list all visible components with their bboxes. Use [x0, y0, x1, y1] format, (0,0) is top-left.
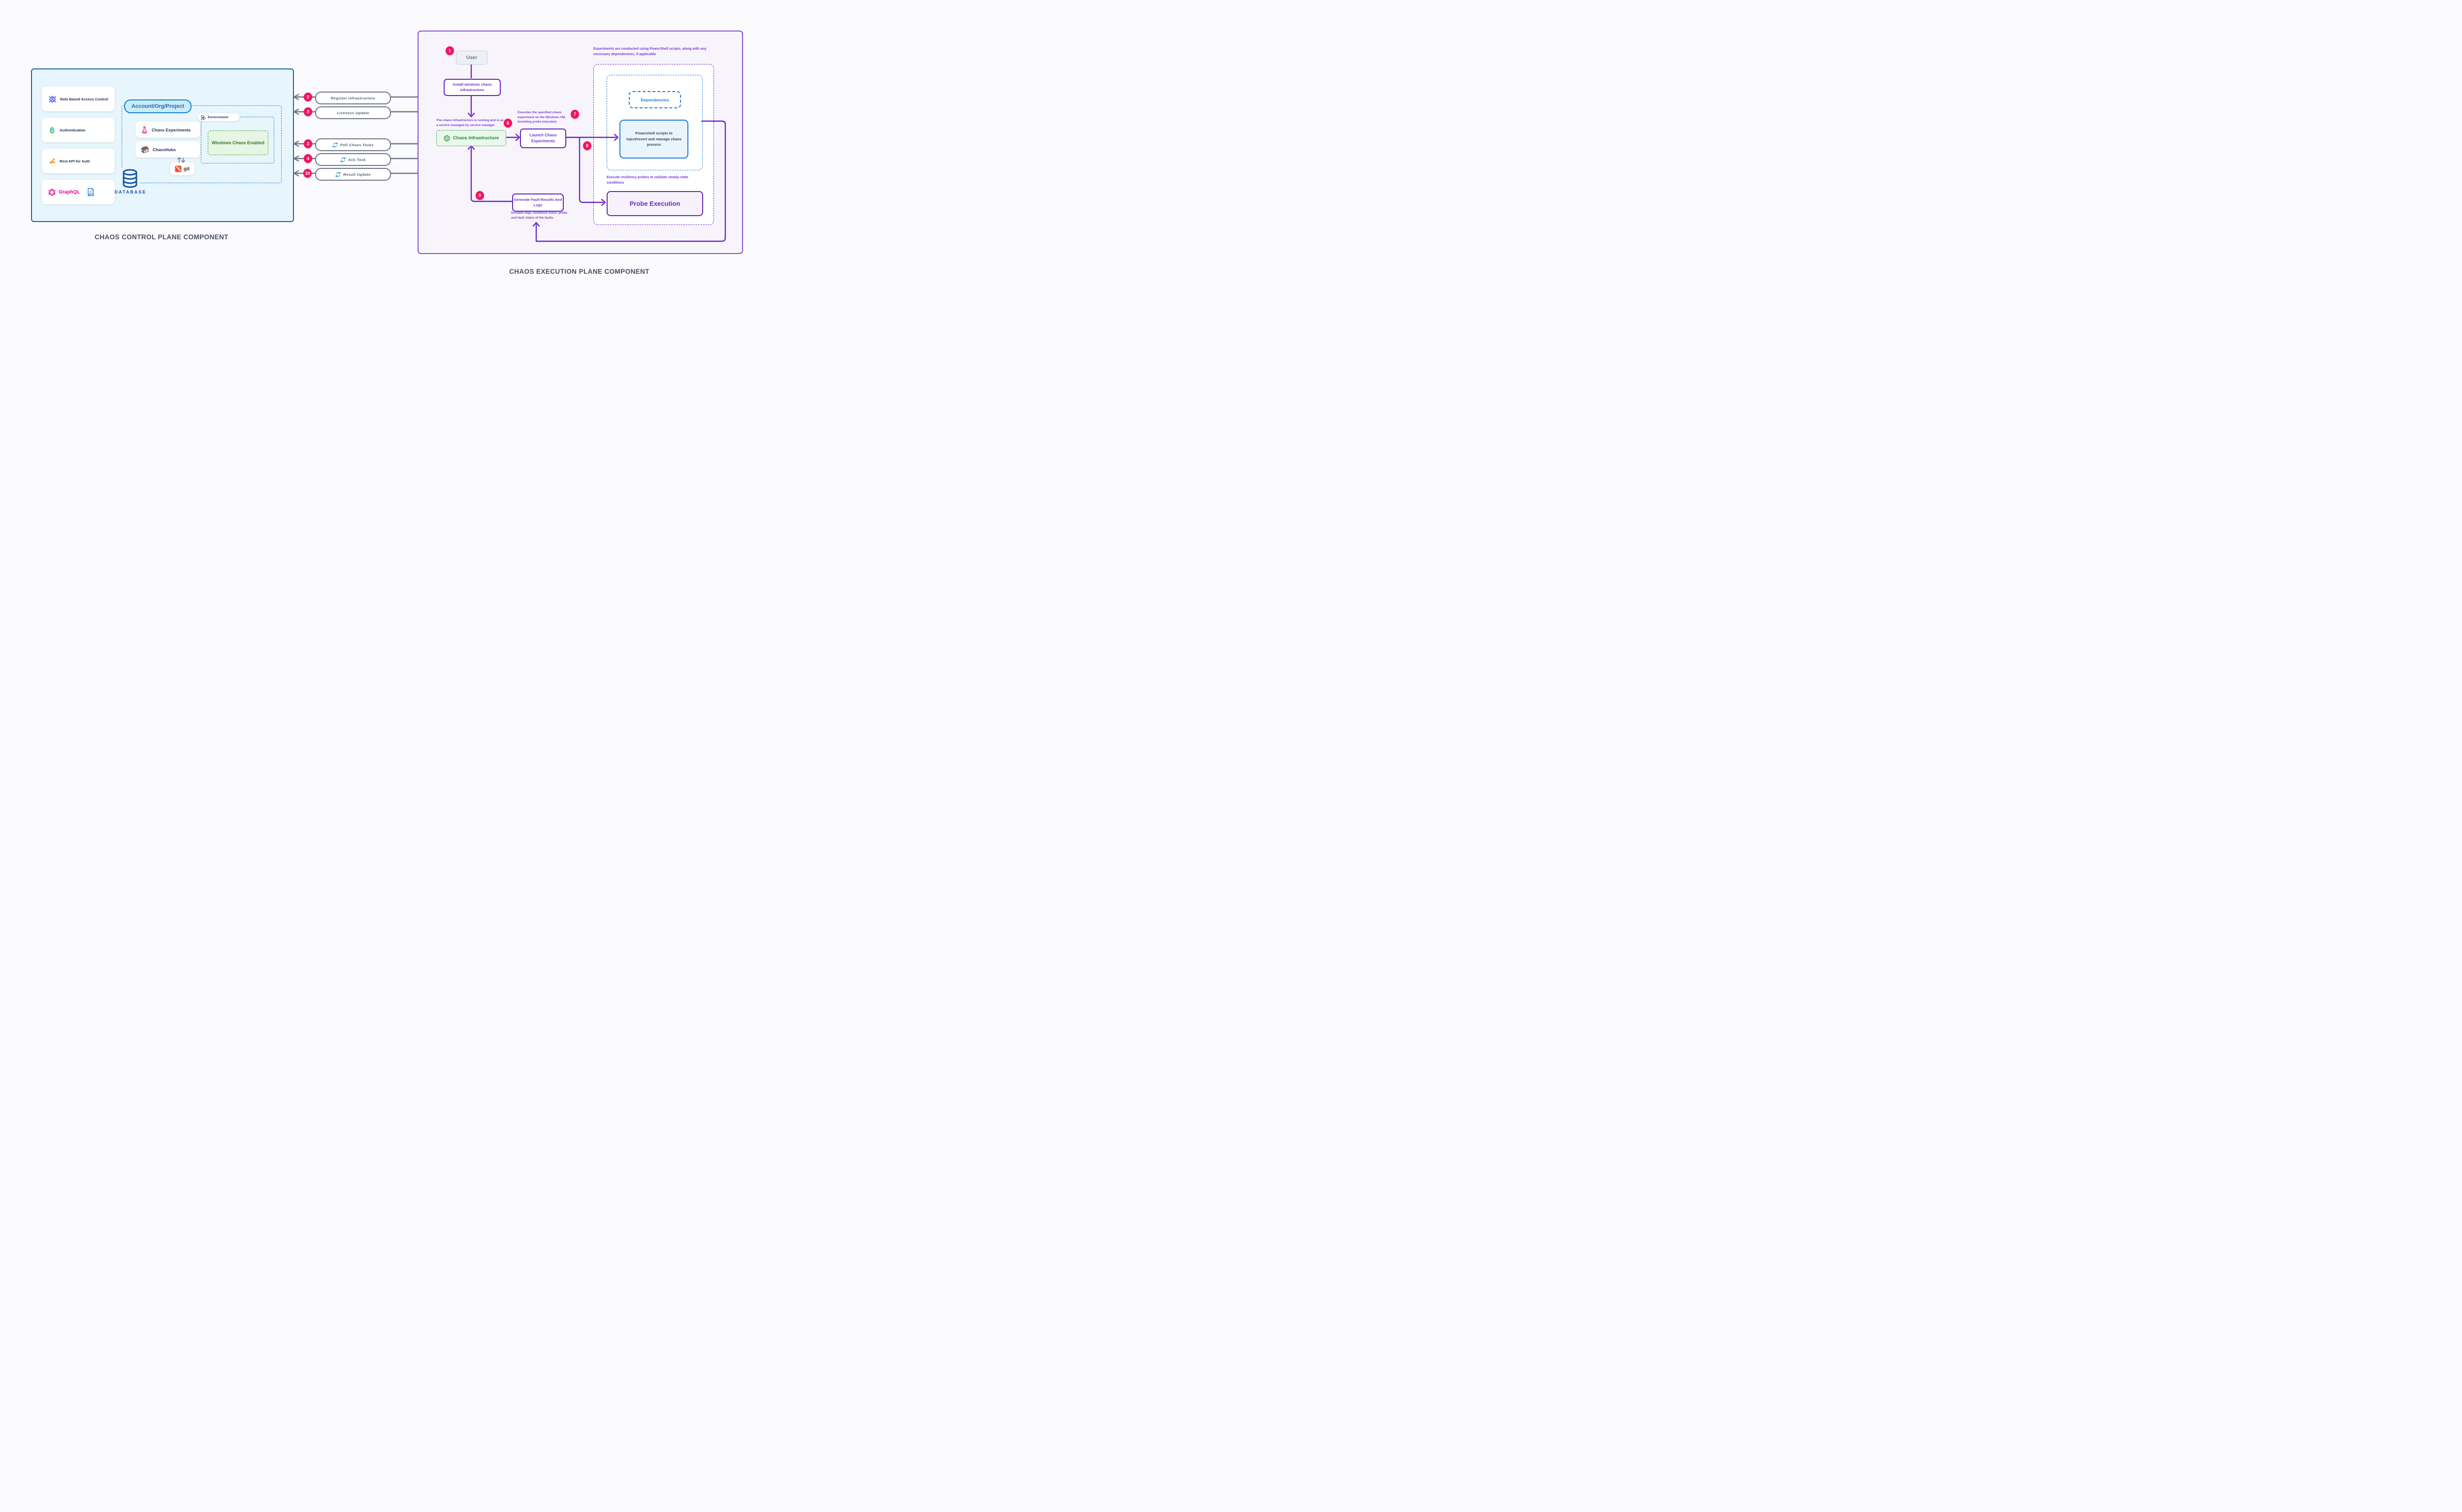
message-ack-task: Ack Task — [315, 153, 391, 166]
control-plane-title: CHAOS CONTROL PLANE COMPONENT — [95, 233, 228, 241]
note-executes-experiment: Executes the specified chaos experiment … — [518, 111, 566, 124]
powershell-scripts-box: Powershell scripts to inject/revert and … — [619, 120, 688, 159]
step-badge: 6 — [504, 119, 512, 128]
card-rbac: Role Based Access Control — [42, 87, 115, 111]
message-poll-chaos-tasks: Poll Chaos Tasks — [315, 138, 391, 151]
chaos-infrastructure-label: Chaos Infrastructure — [453, 135, 499, 141]
probe-execution-box: Probe Execution — [607, 191, 703, 216]
flask-icon — [141, 126, 148, 134]
note-includes-logs: Includes logs, resilience score, probe a… — [511, 211, 568, 220]
message-label: Result Update — [343, 172, 371, 177]
git-icon — [175, 165, 182, 172]
chaos-infrastructure-box: Chaos Infrastructure — [436, 130, 506, 146]
dependencies-box: Dependencies — [629, 91, 681, 108]
message-label: Liveness Update — [337, 110, 369, 115]
execution-plane-title: CHAOS EXECUTION PLANE COMPONENT — [509, 268, 649, 275]
git-card: git — [170, 162, 194, 175]
database-label: DATABASE — [114, 190, 147, 194]
graphql-icon — [48, 188, 56, 196]
card-chaos-experiments: Chaos Experiments — [135, 122, 200, 138]
sync-icon — [340, 157, 346, 162]
card-rest-api: Rest API for Auth — [42, 149, 115, 173]
environment-pill-label: Environment — [208, 115, 228, 119]
database-icon — [120, 168, 140, 190]
note-resiliency-probes: Execute resiliency probes to validate st… — [607, 176, 688, 185]
card-chaos-experiments-label: Chaos Experiments — [152, 127, 191, 132]
card-graphql-label: GraphQL — [59, 189, 80, 195]
message-result-update: Result Update — [315, 168, 391, 181]
sync-icon — [335, 172, 341, 177]
svg-text:API: API — [89, 193, 94, 196]
hexagon-icon — [444, 134, 450, 142]
chaos-architecture-diagram: Role Based Access Control Authentication — [0, 0, 772, 307]
sync-icon — [332, 142, 338, 148]
api-document-icon: API — [87, 188, 95, 196]
step-badge: 3 — [304, 107, 312, 116]
message-liveness-update: Liveness Update — [315, 106, 391, 119]
note-powershell-conducted: Experiments are conducted using PowerShe… — [593, 47, 707, 56]
step-badge: 1 — [446, 46, 454, 55]
card-chaoshubs: ChaosHubs — [135, 141, 200, 158]
git-card-label: git — [183, 166, 190, 172]
step-badge: 4 — [304, 154, 312, 163]
card-graphql: GraphQL API — [42, 180, 115, 204]
step-badge: 7 — [571, 110, 579, 119]
hexagons-icon — [201, 114, 206, 120]
rbac-icon — [48, 95, 57, 103]
card-authentication-label: Authentication — [60, 128, 86, 132]
account-scope-boundary — [122, 105, 282, 183]
message-label: Ack Task — [348, 157, 366, 162]
message-register-infrastructure: Register Infrastructure — [315, 92, 391, 104]
step-badge: 8 — [583, 141, 591, 150]
environment-pill: Environment — [198, 113, 239, 121]
card-chaoshubs-label: ChaosHubs — [153, 147, 176, 152]
user-box: User — [456, 51, 487, 64]
install-infrastructure-box: Install windows chaos infrastructure — [444, 79, 501, 96]
step-badge: 9 — [476, 191, 484, 200]
test-tube-rack-icon — [141, 145, 149, 154]
launch-chaos-experiments-box: Launch Chaos Experiments — [520, 129, 566, 148]
windows-chaos-enabled-box: Windows Chaos Enabled — [208, 130, 268, 155]
step-badge: 2 — [304, 93, 312, 101]
card-authentication: Authentication — [42, 118, 115, 142]
step-badge: 10 — [303, 169, 312, 178]
message-label: Register Infrastructure — [330, 96, 376, 100]
message-label: Poll Chaos Tasks — [340, 142, 374, 147]
step-badge: 3 — [304, 139, 312, 148]
account-scope-label: Account/Org/Project — [124, 99, 192, 113]
note-service-managed: The chaos infrastructure is running and … — [436, 119, 504, 127]
card-rbac-label: Role Based Access Control — [60, 97, 108, 101]
auth-lock-icon — [48, 126, 56, 134]
generate-fault-results-box: Generate Fault Results And Logs — [512, 193, 564, 212]
card-rest-api-label: Rest API for Auth — [60, 159, 90, 163]
rest-api-icon — [48, 157, 56, 165]
